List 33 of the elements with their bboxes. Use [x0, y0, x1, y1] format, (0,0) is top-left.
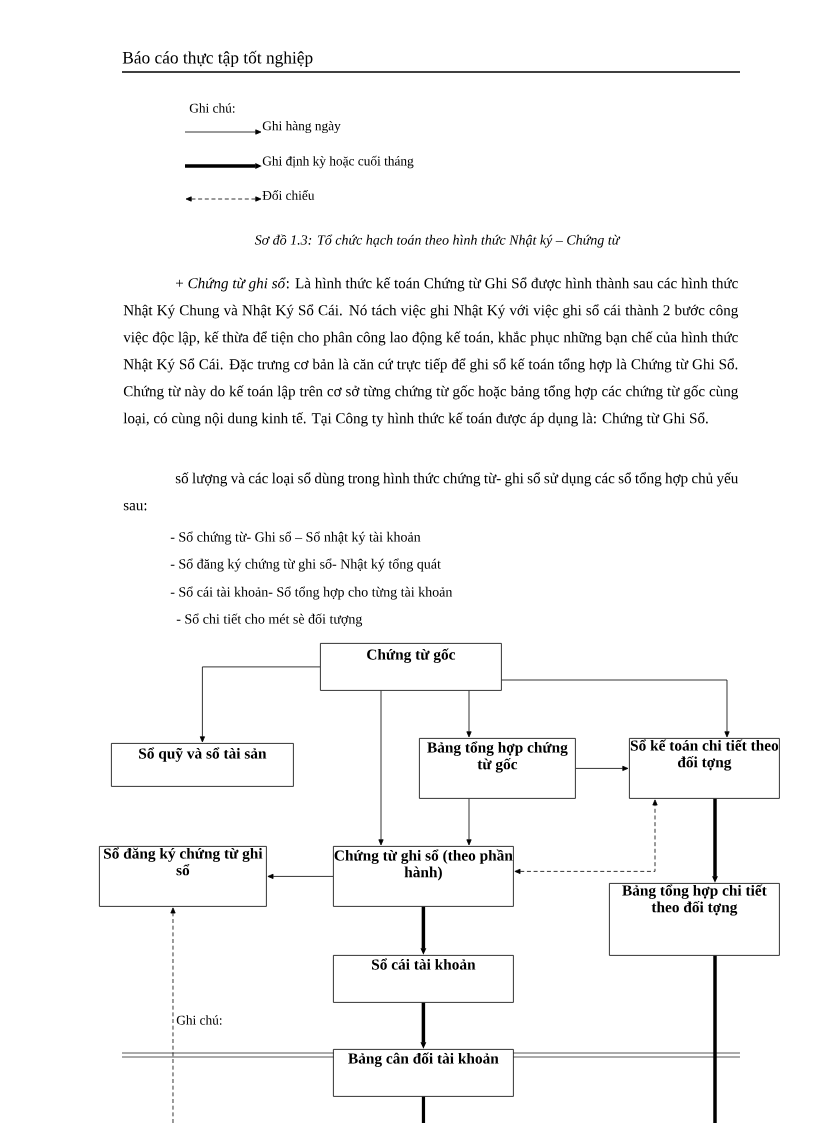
- process-box: Sổ kế toán chi tiết theo đối tợng: [629, 738, 780, 799]
- arrow: [267, 873, 334, 879]
- connector-line: [713, 955, 717, 1123]
- caption: Sơ đồ 1.3: Tổ chức hạch toán theo hình thức Nhật ký – Chứng từ: [254, 234, 621, 248]
- arrow: [466, 690, 472, 738]
- page-header: Báo cáo thực tập tốt nghiệp: [122, 50, 313, 68]
- list-item: - Sổ chi tiết cho mét sè đối tượng: [176, 613, 363, 627]
- arrow: [514, 799, 658, 874]
- note-heading: Ghi chú:: [176, 1015, 222, 1025]
- arrow: [170, 907, 176, 1123]
- arrow: [466, 798, 472, 846]
- arrow: [501, 679, 730, 738]
- arrow: [378, 690, 384, 846]
- process-box: Bảng cân đối tài khoản: [333, 1049, 514, 1097]
- list-item: - Sổ đăng ký chứng từ ghi sổ- Nhật ký tổng quát: [170, 558, 441, 572]
- connector-line: [421, 1096, 426, 1123]
- process-box: Sổ cái tài khoản: [333, 955, 514, 1003]
- process-box: Chứng từ gốc: [320, 643, 502, 691]
- legend-text: Ghi định kỳ hoặc cuối tháng: [262, 155, 414, 169]
- arrow: [199, 666, 321, 743]
- legend-text: Đối chiếu: [262, 190, 315, 200]
- legend-text: Ghi hàng ngày: [262, 120, 341, 134]
- paragraph: + Chứng từ ghi sổ: Là hình thức kế toán Chứng từ Ghi Sổ được hình thành sau các hình thức Nhật Ký Chung và Nhật Ký Sổ Cái. Nó tách việc ghi Nhật Ký với việc ghi sổ cái thành 2 bước công việc độc lập, kế thừa để tiện cho phân công lao động kế toán, khắc phục những bạn chế của hình thức Nhật Ký Sổ Cái. Đặc trưng cơ bản là căn cứ trực tiếp để ghi sổ kế toán tổng hợp là Chứng từ Ghi Sổ. Chứng từ này do kế toán lập trên cơ sở từng chứng từ gốc hoặc bảng tổng hợp các chứng từ gốc cùng loại, có cùng nội dung kinh tế. Tại Công ty hình thức kế toán được áp dụng là: Chứng từ Ghi Sổ.: [123, 277, 739, 427]
- paragraph: số lượng và các loại sổ dùng trong hình thức chứng từ- ghi sổ sử dụng các sổ tổng hợp chủ yếu sau:: [123, 472, 739, 511]
- process-box: Sổ quỹ và sổ tài sản: [111, 743, 294, 787]
- process-box: Sổ đăng ký chứng từ ghi sổ: [99, 846, 267, 907]
- process-box: Bảng tổng hợp chi tiết theo đối tợng: [609, 883, 780, 956]
- note-heading: Ghi chú:: [189, 103, 235, 113]
- process-box: Chứng từ ghi sổ (theo phần hành): [333, 846, 514, 907]
- process-box: Bảng tổng hợp chứng từ gốc: [419, 738, 576, 799]
- list-item: - Sổ chứng từ- Ghi sổ – Sổ nhật ký tài khoản: [170, 531, 421, 545]
- arrow: [575, 765, 629, 771]
- list-item: - Sổ cái tài khoản- Sổ tổng hợp cho từng tài khoản: [170, 586, 453, 600]
